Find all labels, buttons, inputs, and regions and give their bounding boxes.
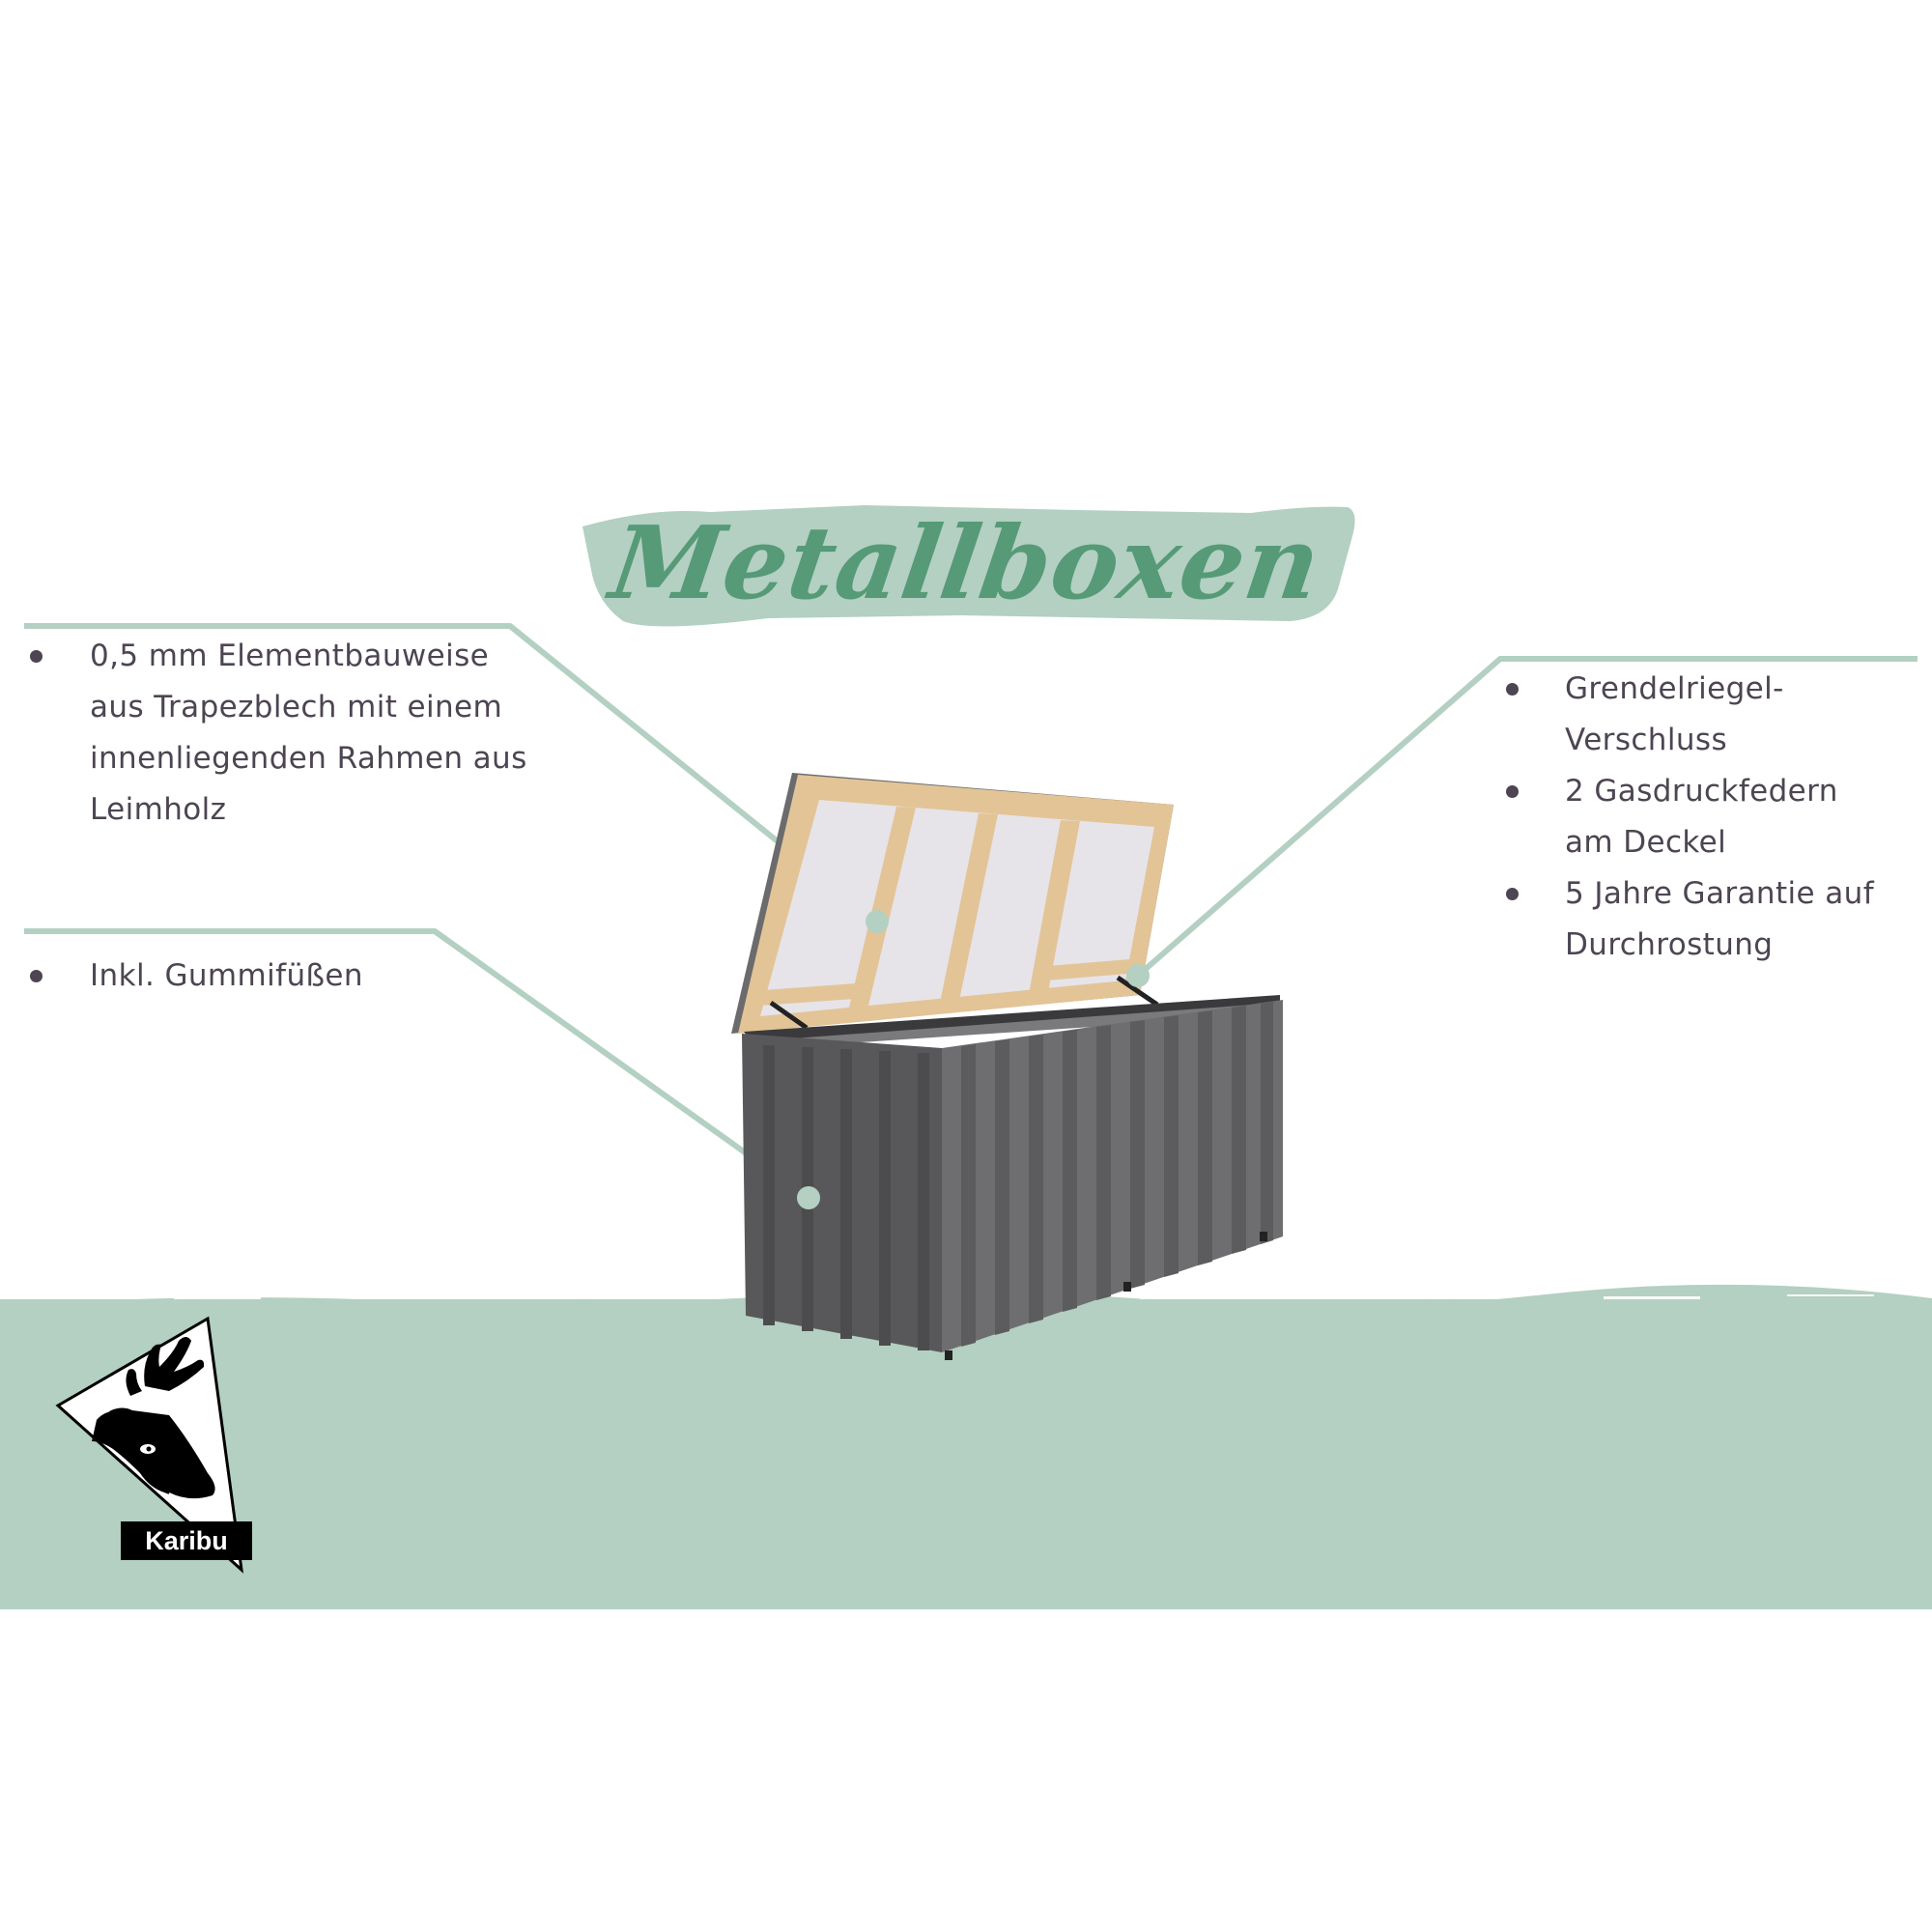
callout-dot-lid-frame bbox=[866, 910, 889, 933]
bullet-icon bbox=[1506, 683, 1519, 696]
callout-line: 2 Gasdruckfedern bbox=[1565, 774, 1838, 809]
bullet-icon bbox=[30, 970, 43, 982]
brand-logo-label: Karibu bbox=[121, 1521, 252, 1560]
callout-line: 0,5 mm Elementbauweise bbox=[90, 639, 490, 673]
callout-rubber-feet: Inkl. Gummifüßen bbox=[30, 951, 363, 1002]
ground-band bbox=[0, 1299, 1932, 1609]
callout-line: Leimholz bbox=[90, 792, 227, 827]
feature-item-latch: Grendelriegel-Verschluss bbox=[1506, 664, 1932, 766]
bullet-icon bbox=[1506, 888, 1519, 900]
callout-line: innenliegenden Rahmen aus bbox=[90, 741, 527, 776]
bullet-icon bbox=[30, 650, 43, 663]
bullet-icon bbox=[1506, 785, 1519, 798]
callout-line: Inkl. Gummifüßen bbox=[90, 958, 363, 993]
lid bbox=[731, 773, 1174, 1034]
callout-line: 5 Jahre Garantie auf bbox=[1565, 876, 1875, 911]
callout-line: am Deckel bbox=[1565, 825, 1727, 860]
title-banner: Metallboxen bbox=[575, 497, 1357, 628]
feature-item-gas-springs: 2 Gasdruckfedern am Deckel bbox=[1506, 766, 1932, 868]
callout-line: aus Trapezblech mit einem bbox=[90, 690, 503, 724]
reindeer-head-icon bbox=[55, 1316, 244, 1574]
callout-line: Grendelriegel-Verschluss bbox=[1565, 671, 1784, 757]
brush-stroke-background bbox=[582, 505, 1355, 627]
callout-line: Durchrostung bbox=[1565, 927, 1774, 962]
callout-features: Grendelriegel-Verschluss 2 Gasdruckfeder… bbox=[1506, 664, 1932, 971]
feature-item-warranty: 5 Jahre Garantie auf Durchrostung bbox=[1506, 868, 1932, 971]
callout-construction: 0,5 mm Elementbauweise aus Trapezblech m… bbox=[30, 631, 527, 836]
callout-dot-gas-spring bbox=[1126, 964, 1150, 987]
callout-dot-box-body bbox=[797, 1186, 820, 1209]
